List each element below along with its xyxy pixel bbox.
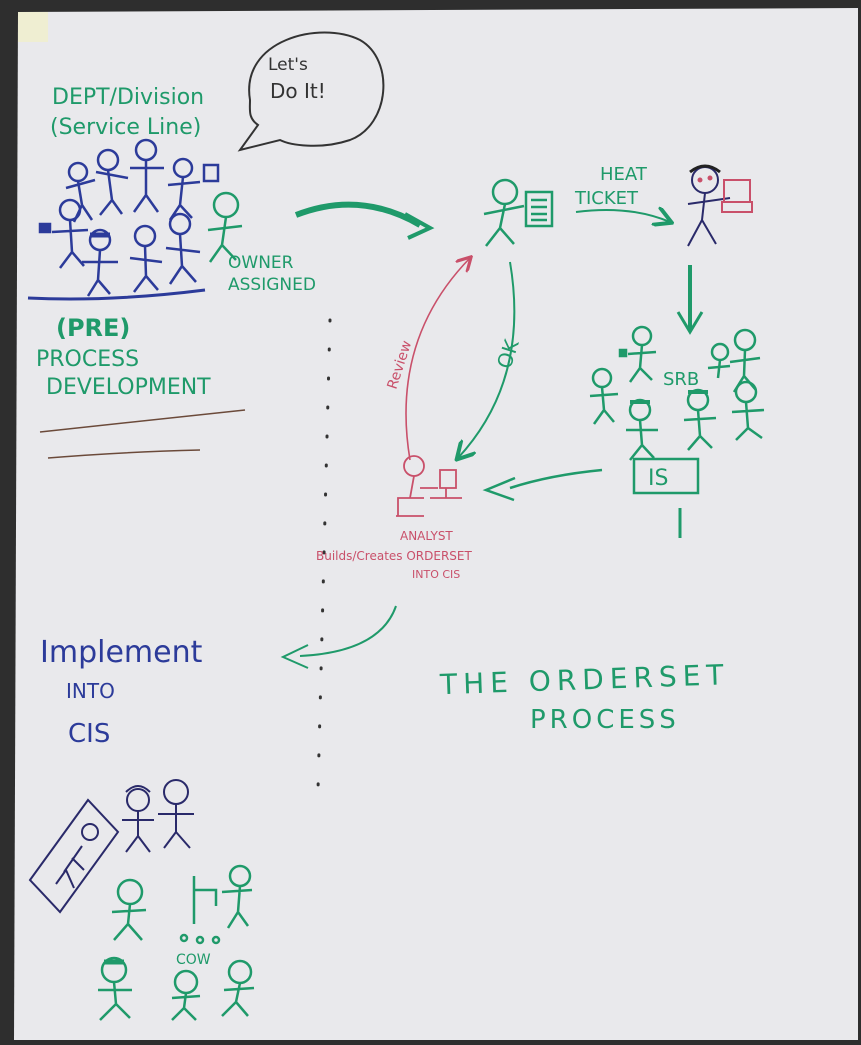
department-crowd [38, 138, 220, 297]
into-label: INTO [66, 679, 115, 703]
owner-with-document [483, 178, 554, 247]
srb-group [589, 325, 765, 461]
process-label: PROCESS [36, 347, 139, 372]
srb-label: SRB [663, 369, 699, 390]
family-figures [122, 779, 194, 853]
tape-corner [18, 12, 48, 42]
paper-sheet [14, 8, 858, 1040]
analyst-figure [396, 455, 462, 517]
pre-label: (PRE) [56, 314, 130, 342]
ticket-label: TICKET [574, 188, 639, 209]
dept-label-line1: DEPT/Division [52, 85, 204, 110]
heat-ticket-arrow [575, 210, 670, 222]
is-to-analyst-arrow-head [482, 476, 516, 502]
heat-label: HEAT [600, 164, 648, 185]
bubble-text-line1: Let's [268, 55, 308, 75]
cow-label: COW [176, 952, 211, 968]
analyst-label: ANALYST [400, 529, 453, 543]
implement-label: Implement [40, 635, 203, 670]
title-line2: PROCESS [530, 705, 680, 735]
is-box [632, 457, 700, 495]
owner-label-line1: OWNER [228, 253, 294, 273]
owner-figure [207, 191, 243, 263]
analyst-label-line2: Builds/Creates ORDERSET [316, 549, 473, 563]
analyst-to-implement-arrow-head [280, 644, 309, 669]
analyst-label-line3: INTO CIS [412, 568, 460, 581]
ok-arrow [458, 261, 516, 458]
analyst-to-implement-arrow [299, 605, 397, 657]
speech-bubble: Let's Do It! [237, 31, 385, 152]
review-arrow [405, 258, 470, 461]
owner-label-line2: ASSIGNED [228, 275, 316, 295]
is-to-analyst-arrow [509, 468, 603, 490]
bubble-text-line2: Do It! [270, 79, 326, 103]
staff-figures [98, 864, 255, 1021]
arrow-to-owner-head [404, 212, 435, 240]
patient-in-bed [28, 798, 120, 914]
arrow-to-owner [294, 201, 422, 228]
crowd-underline [27, 288, 206, 301]
down-arrow-head [676, 311, 704, 335]
cis-label: CIS [68, 719, 110, 749]
helpdesk-person [687, 164, 753, 247]
is-label: IS [648, 466, 668, 491]
divider-line-1 [39, 409, 246, 433]
divider-line-2 [47, 449, 201, 459]
development-label: DEVELOPMENT [46, 375, 211, 400]
dept-label-line2: (Service Line) [50, 115, 201, 140]
